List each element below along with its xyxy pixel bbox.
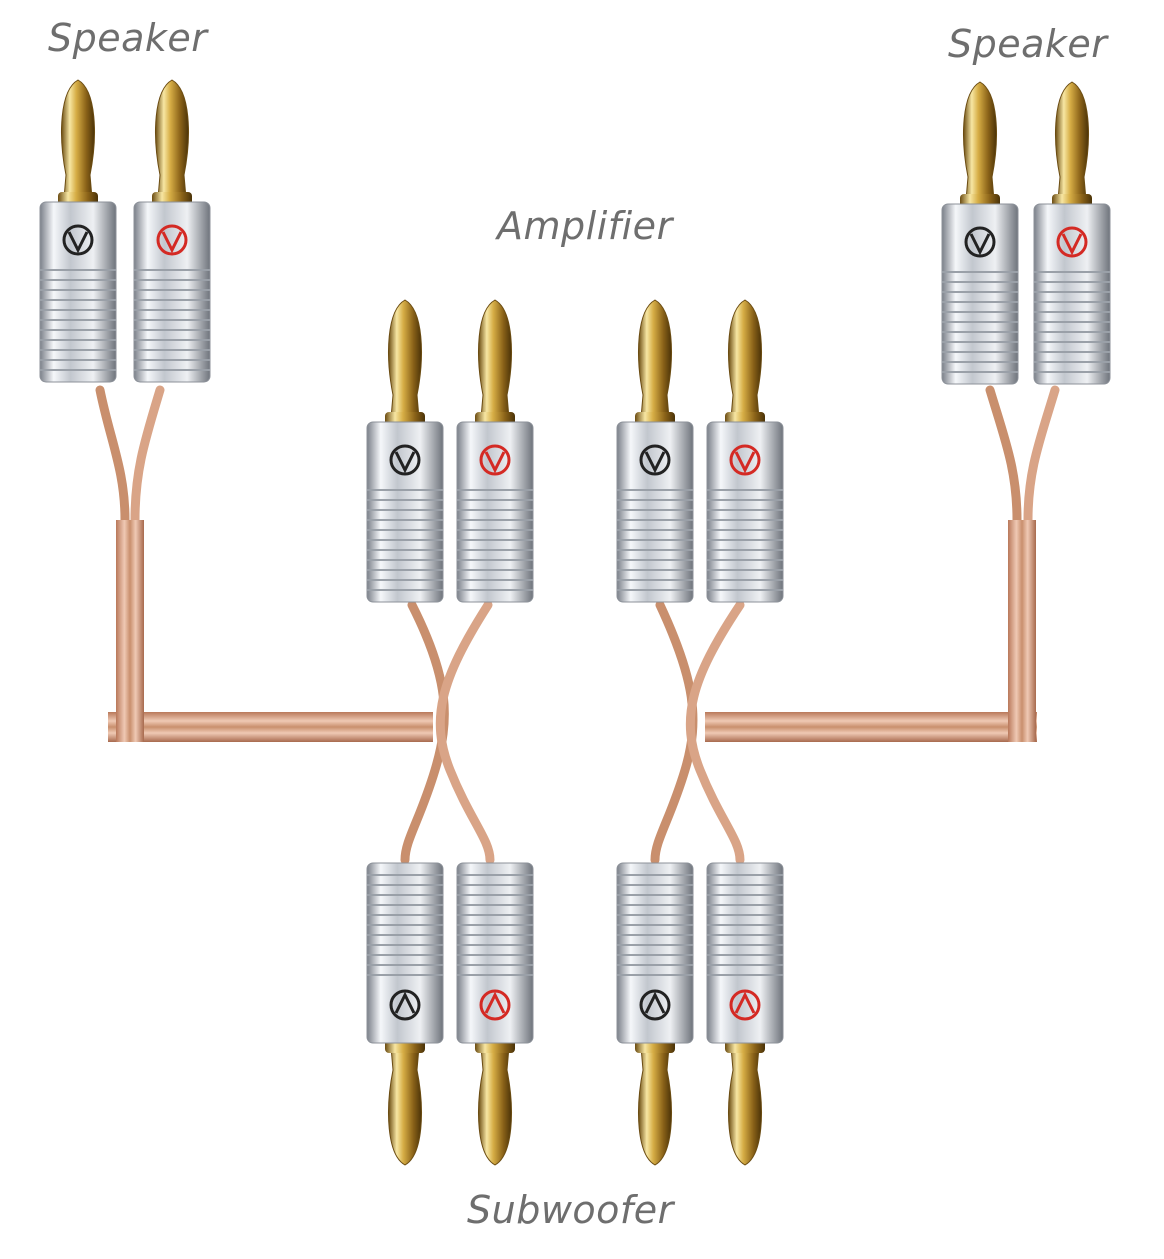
chrome-body <box>706 421 784 603</box>
gold-tip <box>1055 81 1089 201</box>
chrome-body <box>1033 203 1111 385</box>
logo-chevron-icon <box>1061 233 1083 256</box>
logo-icon <box>639 989 671 1021</box>
banana-plug-amplifier-b-positive <box>706 299 784 603</box>
logo-icon <box>964 226 996 258</box>
logo-chevron-icon <box>644 991 666 1014</box>
copper-wires <box>95 385 1060 865</box>
subwoofer-label: Subwoofer <box>467 1188 674 1232</box>
wire-speaker-right <box>985 385 1022 705</box>
gold-tip <box>728 299 762 419</box>
chrome-body <box>616 421 694 603</box>
logo-icon <box>1056 226 1088 258</box>
wire-drop-left <box>116 520 144 742</box>
logo-chevron-icon <box>394 451 416 474</box>
banana-plug-amplifier-a-negative <box>366 299 444 603</box>
gold-tip <box>478 299 512 419</box>
gold-tip <box>155 79 189 199</box>
banana-plug-speaker-left-negative <box>39 79 117 383</box>
logo-chevron-icon <box>734 451 756 474</box>
banana-plug-speaker-left-positive <box>133 79 211 383</box>
wire-run-left <box>108 712 433 742</box>
wire-amp-sub-b <box>685 600 745 865</box>
logo-icon <box>729 444 761 476</box>
chrome-body <box>366 421 444 603</box>
logo-icon <box>389 989 421 1021</box>
banana-plug-speaker-right-negative <box>941 81 1019 385</box>
speaker-right-label: Speaker <box>948 22 1108 66</box>
wire-speaker-left <box>95 385 130 705</box>
speaker-left-label: Speaker <box>48 16 208 60</box>
banana-plug-subwoofer-a-negative <box>366 862 444 1166</box>
chrome-body <box>941 203 1019 385</box>
chrome-body <box>616 862 694 1044</box>
logo-chevron-icon <box>969 233 991 256</box>
logo-icon <box>479 989 511 1021</box>
logo-icon <box>479 444 511 476</box>
banana-plug-subwoofer-b-positive <box>706 862 784 1166</box>
logo-icon <box>729 989 761 1021</box>
amplifier-label: Amplifier <box>497 204 673 248</box>
gold-tip <box>388 299 422 419</box>
gold-tip <box>638 299 672 419</box>
wire-run-right <box>705 712 1037 742</box>
wire-amp-sub-a <box>400 600 449 865</box>
logo-chevron-icon <box>67 231 89 254</box>
banana-plug-speaker-right-positive <box>1033 81 1111 385</box>
banana-plug-amplifier-b-negative <box>616 299 694 603</box>
logo-icon <box>389 444 421 476</box>
wire-speaker-left <box>130 385 165 705</box>
logo-icon <box>156 224 188 256</box>
logo-chevron-icon <box>484 991 506 1014</box>
wire-speaker-right <box>1023 385 1060 705</box>
logo-icon <box>639 444 671 476</box>
gold-tip <box>478 1046 512 1166</box>
banana-plugs <box>39 79 1111 1166</box>
chrome-body <box>706 862 784 1044</box>
wire-drop-right <box>1008 520 1036 742</box>
gold-tip <box>728 1046 762 1166</box>
wire-amp-sub-b <box>650 600 698 865</box>
chrome-body <box>133 201 211 383</box>
gold-tip <box>638 1046 672 1166</box>
banana-plug-subwoofer-b-negative <box>616 862 694 1166</box>
chrome-body <box>456 421 534 603</box>
logo-chevron-icon <box>394 991 416 1014</box>
logo-chevron-icon <box>484 451 506 474</box>
gold-tip <box>61 79 95 199</box>
gold-tip <box>388 1046 422 1166</box>
chrome-body <box>39 201 117 383</box>
logo-chevron-icon <box>644 451 666 474</box>
wire-amp-sub-a <box>435 600 495 865</box>
banana-plug-amplifier-a-positive <box>456 299 534 603</box>
logo-chevron-icon <box>161 231 183 254</box>
chrome-body <box>456 862 534 1044</box>
logo-chevron-icon <box>734 991 756 1014</box>
logo-icon <box>62 224 94 256</box>
chrome-body <box>366 862 444 1044</box>
gold-tip <box>963 81 997 201</box>
banana-plug-subwoofer-a-positive <box>456 862 534 1166</box>
